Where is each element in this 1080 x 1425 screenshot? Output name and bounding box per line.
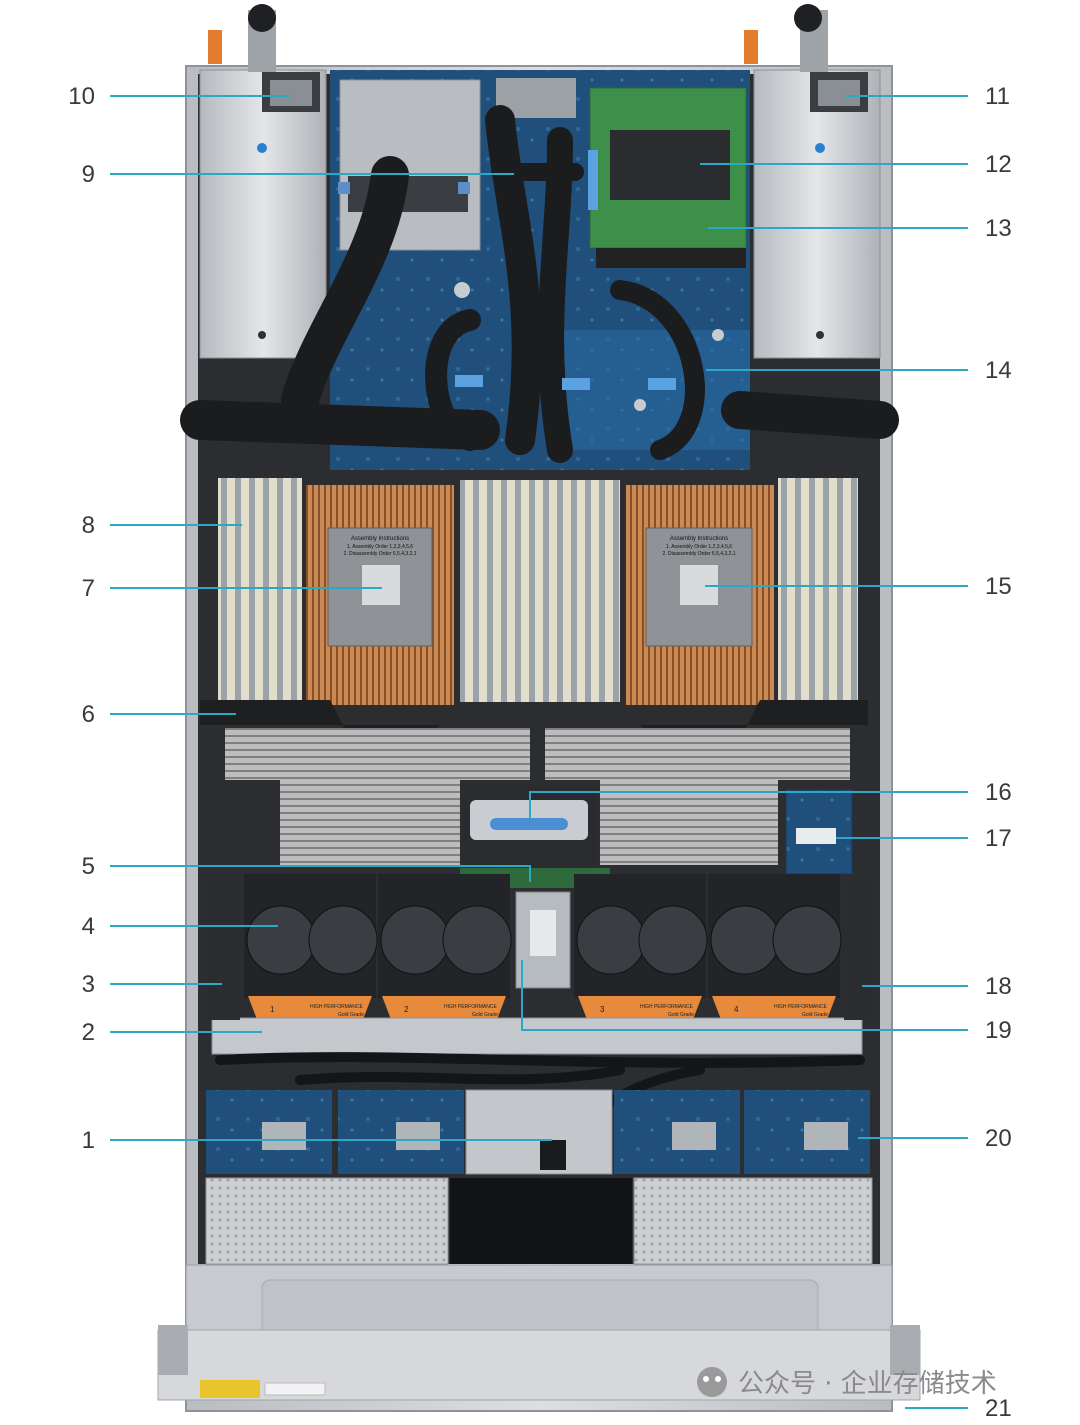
fan-1-grade: Gold Grade [338, 1012, 364, 1018]
fan-3-grade: Gold Grade [668, 1012, 694, 1018]
callout-10: 10 [68, 83, 95, 110]
callout-12: 12 [985, 151, 1012, 178]
callout-9: 9 [82, 161, 95, 188]
callout-16: 16 [985, 779, 1012, 806]
psu-left [199, 4, 327, 359]
heatsink-disorder-right: 2. Disassembly Order 6,5,4,3,2,1 [662, 551, 735, 557]
backplane-center-bracket [465, 1089, 613, 1175]
rear-board-area [330, 70, 750, 470]
side-board-right [785, 789, 853, 875]
callout-20: 20 [985, 1125, 1012, 1152]
callout-17: 17 [985, 825, 1012, 852]
fan-4-label: 4 [734, 1005, 739, 1014]
callout-19: 19 [985, 1017, 1012, 1044]
heatsink-order-right: 1. Assembly Order 1,2,3,4,5,6 [666, 544, 732, 550]
callout-13: 13 [985, 215, 1012, 242]
fan-cage-tray [204, 880, 872, 1055]
fan-3-warning: HIGH PERFORMANCE [640, 1004, 693, 1010]
leader-line-19 [521, 960, 968, 1031]
fan-1-label: 1 [270, 1005, 275, 1014]
fan-2: 2 HIGH PERFORMANCE Gold Grade [378, 874, 512, 1022]
heatsink-note-right: Assembly Instructions [670, 536, 728, 542]
cpu-heatsink-left: Assembly Instructions 1. Assembly Order … [306, 485, 454, 705]
fan-4-warning: HIGH PERFORMANCE [774, 1004, 827, 1010]
watermark-text: 公众号 · 企业存储技术 [738, 1369, 997, 1399]
intrusion-switch [515, 891, 571, 989]
heatsink-note-left: Assembly Instructions [351, 536, 409, 542]
fan-2-warning: HIGH PERFORMANCE [444, 1004, 497, 1010]
fan-4-grade: Gold Grade [802, 1012, 828, 1018]
callout-14: 14 [985, 357, 1012, 384]
dimm-bank-right [778, 478, 858, 700]
fan-4: 4 HIGH PERFORMANCE Gold Grade [708, 874, 842, 1022]
fan-1-warning: HIGH PERFORMANCE [310, 1004, 363, 1010]
fan-2-grade: Gold Grade [472, 1012, 498, 1018]
fan-3: 3 HIGH PERFORMANCE Gold Grade [574, 874, 708, 1022]
leader-line-16 [529, 791, 968, 820]
cpu-heatsink-right: Assembly Instructions 1. Assembly Order … [626, 485, 774, 705]
heatsink-disorder-left: 2. Disassembly Order 6,5,4,3,2,1 [343, 551, 416, 557]
fan-3-label: 3 [600, 1005, 605, 1014]
callout-5: 5 [82, 853, 95, 880]
wechat-icon [697, 1367, 727, 1397]
callout-3: 3 [82, 971, 95, 998]
callout-7: 7 [82, 575, 95, 602]
fan-2-label: 2 [404, 1005, 409, 1014]
callout-2: 2 [82, 1019, 95, 1046]
callout-6: 6 [82, 701, 95, 728]
callout-1: 1 [82, 1127, 95, 1154]
cables [180, 105, 899, 463]
heatsink-order-left: 1. Assembly Order 1,2,3,4,5,6 [347, 544, 413, 550]
psu-right [744, 4, 881, 359]
callout-15: 15 [985, 573, 1012, 600]
fan-1: 1 HIGH PERFORMANCE Gold Grade [244, 874, 378, 1022]
backplane-left [206, 1090, 464, 1174]
watermark: 公众号 · 企业存储技术 [697, 1367, 997, 1399]
callout-18: 18 [985, 973, 1012, 1000]
dimm-bank-center [460, 480, 620, 702]
callout-11: 11 [985, 83, 1010, 110]
callout-21: 21 [985, 1395, 1012, 1422]
callout-4: 4 [82, 913, 95, 940]
cable-clips [455, 150, 676, 390]
leader-line-5 [110, 865, 531, 882]
drive-cages [205, 1177, 873, 1265]
backplane-right [614, 1090, 870, 1174]
callout-8: 8 [82, 512, 95, 539]
